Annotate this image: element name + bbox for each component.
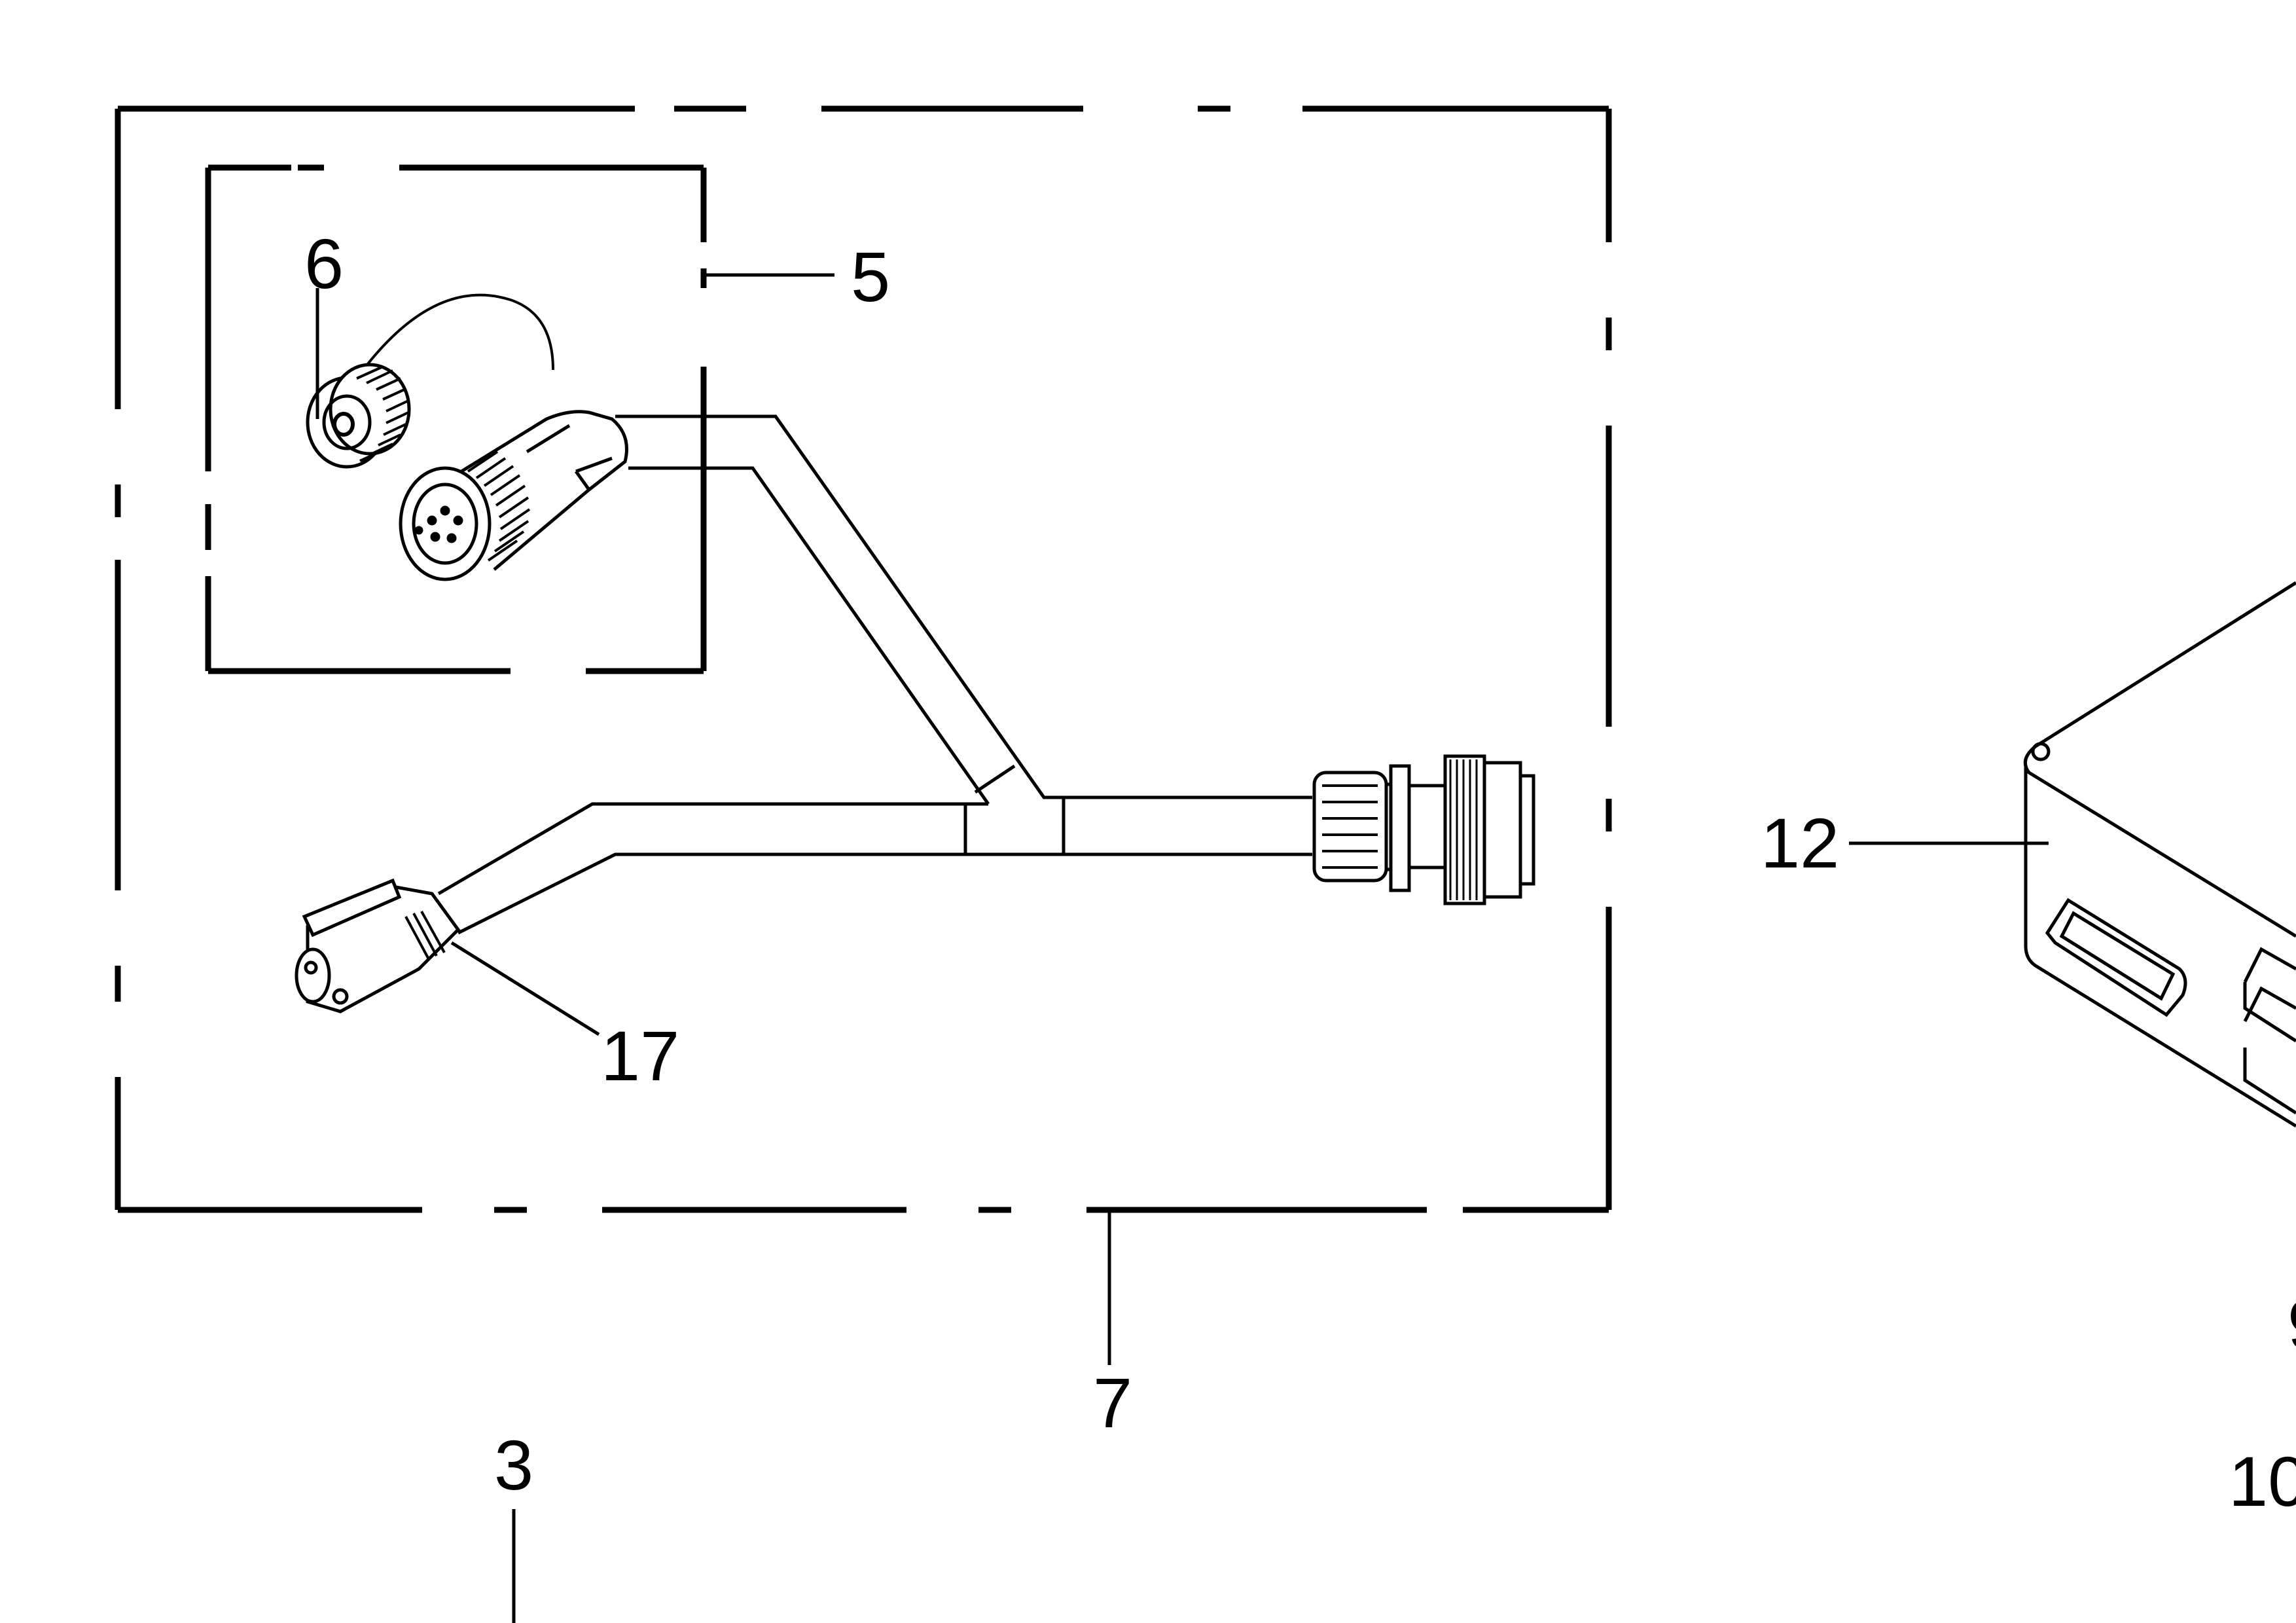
connector-kit-boundary [205, 164, 707, 674]
protective-cap [306, 293, 554, 469]
two-pin-plug [295, 878, 461, 1013]
callout-9: 9 [2287, 1285, 2296, 1364]
callout-3: 3 [494, 1425, 533, 1504]
callout-5: 5 [851, 237, 890, 316]
harness-assembly-boundary [115, 105, 1612, 1213]
leader-lines [315, 273, 2049, 1623]
circular-multipin-connector [1312, 754, 1535, 905]
control-module [2023, 581, 2296, 1128]
callout-6: 6 [304, 224, 344, 303]
callout-10: 10 [2229, 1442, 2296, 1521]
leader-17 [450, 941, 600, 1036]
round-female-connector [399, 410, 628, 581]
callout-12: 12 [1761, 803, 1839, 883]
callout-17: 17 [601, 1016, 679, 1095]
harness-cable [437, 414, 1312, 935]
callout-7: 7 [1093, 1363, 1132, 1442]
